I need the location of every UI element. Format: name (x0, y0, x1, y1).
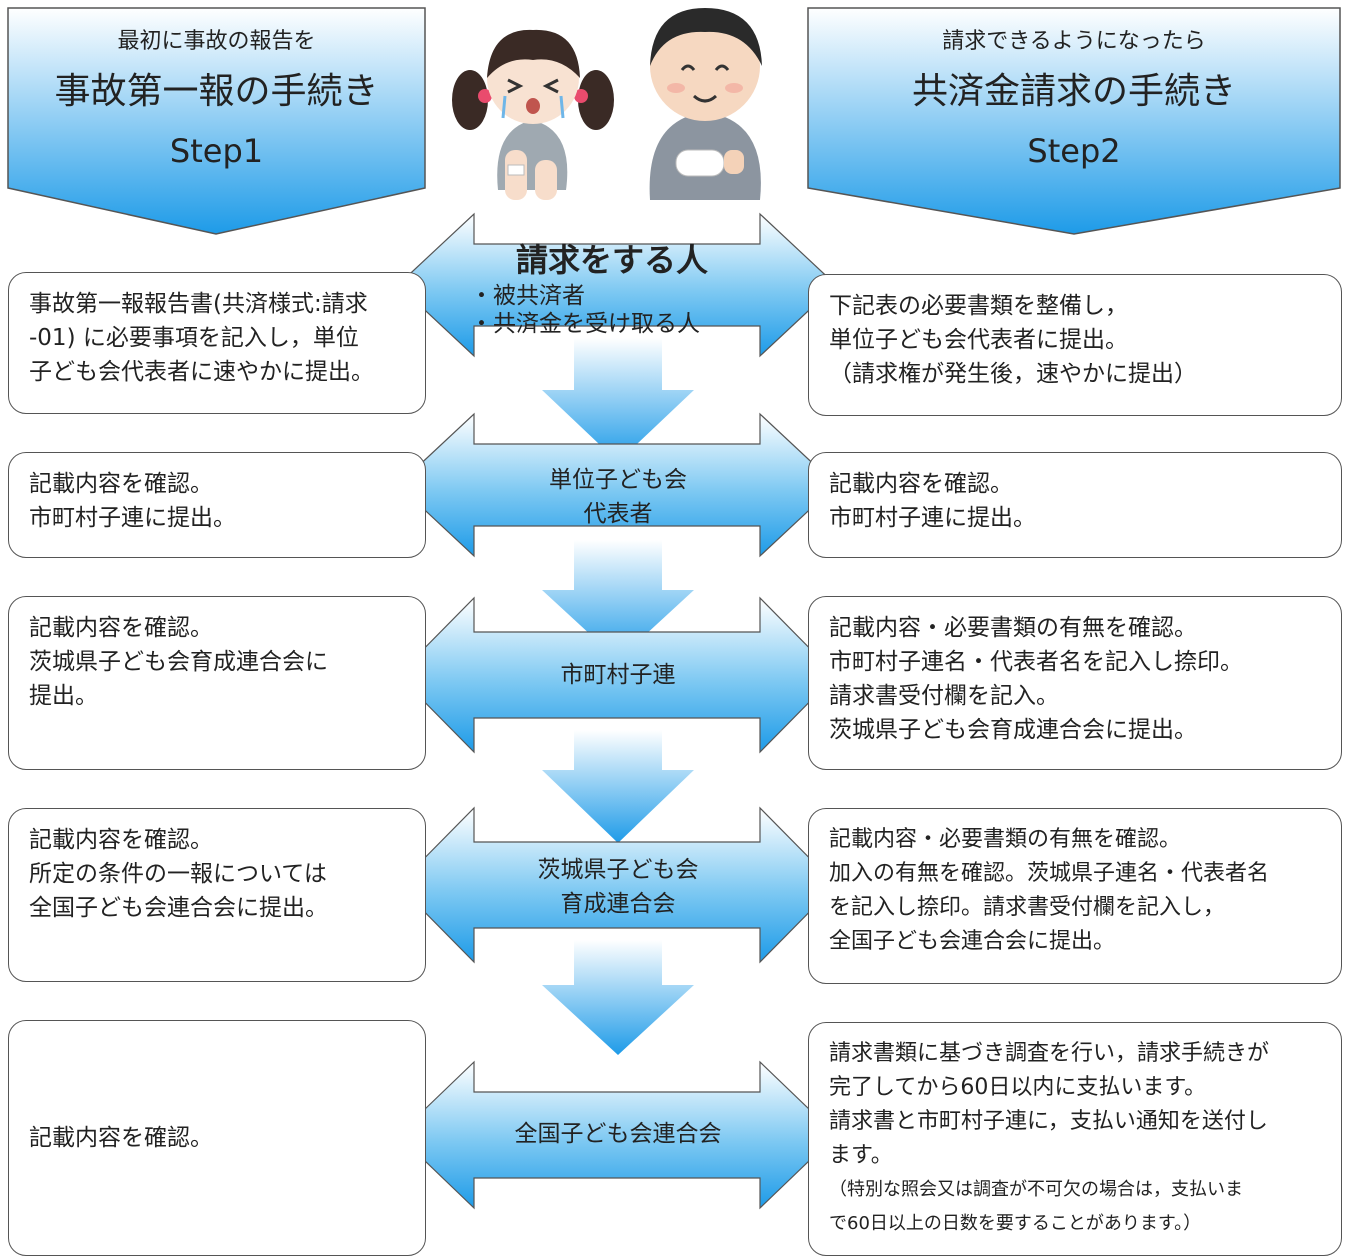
left-box-5: 記載内容を確認。 (8, 1020, 426, 1256)
step1-subtitle: 最初に事故の報告を (117, 29, 316, 54)
left-box-1: 事故第一報報告書(共済様式:請求 -01) に必要事項を記入し，単位 子ども会代… (8, 272, 426, 414)
crying-girl-illustration (452, 29, 614, 200)
box-line: 提出。 (29, 683, 98, 709)
box-line: （請求権が発生後，速やかに提出） (829, 361, 1197, 387)
flow-node-line: 単位子ども会 (549, 467, 687, 493)
flow-node-prefectural-federation: 茨城県子ども会 育成連合会 (470, 853, 766, 921)
box-line: 全国子ども会連合会に提出。 (29, 895, 328, 921)
box-line: 茨城県子ども会育成連合会に (29, 649, 328, 675)
right-box-4: 記載内容・必要書類の有無を確認。 加入の有無を確認。茨城県子連名・代表者名 を記… (808, 808, 1342, 984)
box-line: 記載内容を確認。 (829, 471, 1013, 497)
box-line: を記入し捺印。請求書受付欄を記入し， (829, 895, 1226, 920)
box-line: 請求書類に基づき調査を行い，請求手続きが (829, 1041, 1270, 1066)
box-note-line: で60日以上の日数を要することがあります。） (829, 1213, 1202, 1234)
flow-node-line: 全国子ども会連合会 (514, 1121, 722, 1147)
box-line: 市町村子連に提出。 (29, 505, 236, 531)
left-box-3: 記載内容を確認。 茨城県子ども会育成連合会に 提出。 (8, 596, 426, 770)
box-line: 事故第一報報告書(共済様式:請求 (29, 291, 368, 317)
flow-node-line: 市町村子連 (560, 662, 676, 688)
step2-header: 請求できるようになったら 共済金請求の手続き Step2 (808, 22, 1340, 180)
right-box-3: 記載内容・必要書類の有無を確認。 市町村子連名・代表者名を記入し捺印。 請求書受… (808, 596, 1342, 770)
step2-title: 共済金請求の手続き (911, 71, 1236, 112)
box-line: 記載内容・必要書類の有無を確認。 (829, 615, 1197, 641)
flow-node-line: 茨城県子ども会 (537, 857, 699, 883)
flow-node-claimant-title: 請求をする人 (516, 241, 709, 279)
box-line: 子ども会代表者に速やかに提出。 (29, 359, 374, 385)
flow-node-line: 代表者 (583, 501, 653, 527)
flow-node-claimant-item: ・共済金を受け取る人 (470, 311, 700, 337)
box-line: ます。 (829, 1143, 893, 1168)
flow-node-line: 育成連合会 (560, 891, 676, 917)
down-arrow-4 (542, 940, 694, 1055)
step1-banner-shape (7, 7, 426, 235)
step2-subtitle: 請求できるようになったら (942, 29, 1206, 54)
step1-step-label: Step1 (169, 132, 264, 170)
box-line: 記載内容を確認。 (29, 615, 213, 641)
box-line: 記載内容を確認。 (29, 1125, 213, 1151)
right-box-2: 記載内容を確認。 市町村子連に提出。 (808, 452, 1342, 558)
right-box-5: 請求書類に基づき調査を行い，請求手続きが 完了してから60日以内に支払います。 … (808, 1022, 1342, 1256)
box-line: -01) に必要事項を記入し，単位 (29, 325, 359, 351)
box-line: 全国子ども会連合会に提出。 (829, 929, 1116, 954)
box-line: 所定の条件の一報については (29, 861, 327, 887)
flow-node-claimant-item: ・被共済者 (470, 283, 585, 309)
box-line: 完了してから60日以内に支払います。 (829, 1075, 1207, 1100)
step1-title: 事故第一報の手続き (54, 71, 379, 112)
flow-node-claimant: 請求をする人 ・被共済者 ・共済金を受け取る人 (470, 238, 770, 338)
step2-banner-shape (807, 7, 1341, 235)
box-line: 下記表の必要書類を整備し， (829, 293, 1128, 319)
box-line: 記載内容・必要書類の有無を確認。 (829, 827, 1182, 852)
step1-header: 最初に事故の報告を 事故第一報の手続き Step1 (8, 22, 425, 180)
box-line: 加入の有無を確認。茨城県子連名・代表者名 (829, 861, 1270, 886)
box-line: 単位子ども会代表者に提出。 (829, 327, 1128, 353)
box-line: 市町村子連に提出。 (829, 505, 1036, 531)
box-line: 記載内容を確認。 (29, 827, 213, 853)
down-arrow-3 (542, 730, 694, 843)
flow-node-unit-representative: 単位子ども会 代表者 (470, 463, 766, 531)
step2-step-label: Step2 (1027, 132, 1121, 170)
injured-boy-illustration (649, 8, 762, 200)
flow-node-national-federation: 全国子ども会連合会 (470, 1117, 766, 1151)
left-box-4: 記載内容を確認。 所定の条件の一報については 全国子ども会連合会に提出。 (8, 808, 426, 982)
box-line: 記載内容を確認。 (29, 471, 213, 497)
right-box-1: 下記表の必要書類を整備し， 単位子ども会代表者に提出。 （請求権が発生後，速やか… (808, 274, 1342, 416)
box-note-line: （特別な照会又は調査が不可欠の場合は，支払いま (829, 1179, 1243, 1200)
box-line: 請求書と市町村子連に，支払い通知を送付し (829, 1109, 1268, 1134)
box-line: 請求書受付欄を記入。 (829, 683, 1059, 709)
down-arrow-2 (542, 540, 694, 660)
box-line: 市町村子連名・代表者名を記入し捺印。 (829, 649, 1243, 675)
flow-node-municipal-federation: 市町村子連 (470, 658, 766, 692)
left-box-2: 記載内容を確認。 市町村子連に提出。 (8, 452, 426, 558)
box-line: 茨城県子ども会育成連合会に提出。 (829, 717, 1197, 743)
down-arrow-1 (542, 338, 694, 462)
